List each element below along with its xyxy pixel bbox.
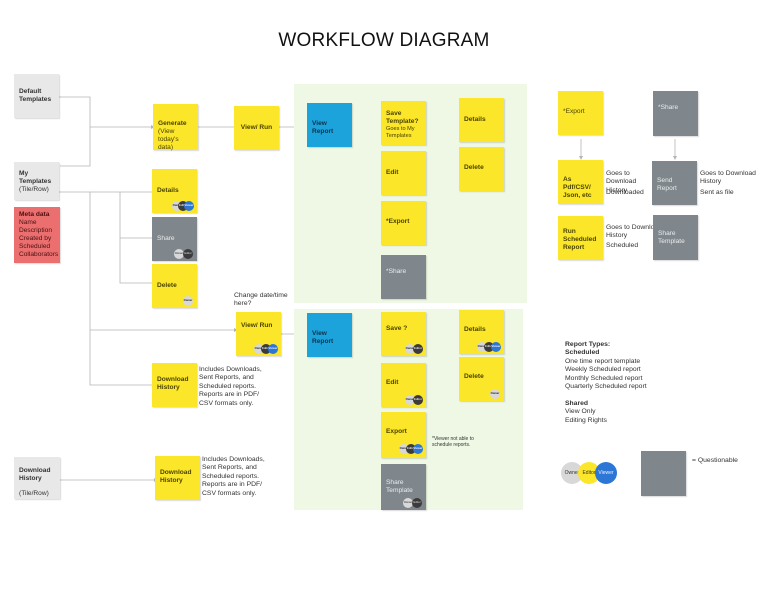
share-note-top[interactable]: *Share — [381, 255, 426, 299]
viewer-avatar: Viewer — [184, 201, 194, 211]
editor-avatar: Editor — [178, 201, 188, 211]
viewer-legend-avatar: Viewer — [595, 462, 617, 484]
download-history-desc-bottom: Includes Downloads, Sent Reports, and Sc… — [202, 456, 265, 497]
edit-note-top[interactable]: Edit — [381, 151, 426, 195]
edit-note-2[interactable]: Edit Owner Editor — [381, 363, 426, 407]
view-run-note-2[interactable]: View/ Run Owner Editor Viewer — [236, 312, 281, 356]
details-note-mid[interactable]: Details Owner Editor Viewer — [152, 169, 197, 213]
share-template-note-right[interactable]: Share Template — [653, 215, 698, 260]
my-templates-tile[interactable]: My Templates (Tile/Row) — [14, 162, 59, 200]
details-note-2[interactable]: Details Owner Editor Viewer — [459, 310, 504, 354]
questionable-swatch — [641, 451, 686, 496]
export-note-right[interactable]: *Export — [558, 91, 603, 135]
owner-legend-avatar: Owner — [561, 462, 583, 484]
default-templates-tile[interactable]: Default Templates — [14, 74, 59, 118]
delete-note-mid[interactable]: Delete Owner — [152, 264, 197, 308]
share-note-right[interactable]: *Share — [653, 91, 698, 136]
save-note-2[interactable]: Save ? Owner Editor — [381, 312, 426, 356]
goes-download-1: Goes to Download History — [606, 170, 637, 194]
save-template-note[interactable]: Save Template? Goes to My Templates — [381, 101, 426, 145]
goes-download-2: Goes to Download History — [700, 170, 756, 186]
run-scheduled-note[interactable]: Run Scheduled Report — [558, 216, 603, 260]
owner-avatar: Owner — [183, 296, 193, 306]
editor-avatar: Editor — [406, 444, 416, 454]
download-history-tile[interactable]: Download History (Tile/Row) — [14, 457, 60, 499]
change-date-label: Change date/time here? — [234, 292, 288, 308]
owner-avatar: Owner — [405, 344, 415, 354]
pdf-csv-note[interactable]: As Pdf/CSV/ Json, etc — [558, 160, 603, 204]
viewer-avatar: Viewer — [491, 342, 501, 352]
owner-avatar: Owner — [174, 249, 184, 259]
owner-avatar: Owner — [254, 344, 264, 354]
editor-avatar: Editor — [261, 344, 271, 354]
delete-note-top[interactable]: Delete — [459, 147, 504, 191]
view-report-note[interactable]: View Report — [307, 103, 352, 147]
details-note-top[interactable]: Details — [459, 98, 504, 142]
scheduled-label: Scheduled — [606, 242, 639, 249]
owner-avatar: Owner — [405, 395, 415, 405]
goes-download-3: Goes to Download History — [606, 224, 662, 240]
share-note-mid[interactable]: Share Owner Editor — [152, 217, 197, 261]
editor-legend-avatar: Editor — [578, 462, 600, 484]
editor-avatar: Editor — [412, 498, 422, 508]
view-run-note[interactable]: View/ Run — [234, 106, 279, 150]
editor-avatar: Editor — [413, 344, 423, 354]
share-template-note-2[interactable]: Share Template Owner Editor — [381, 464, 426, 510]
view-report-note-2[interactable]: View Report — [307, 313, 352, 357]
report-types-legend: Report Types: Scheduled One time report … — [565, 341, 647, 424]
viewer-note: *Viewer not able to schedule reports. — [432, 436, 474, 449]
diagram-title: WORKFLOW DIAGRAM — [278, 30, 490, 51]
questionable-label: = Questionable — [692, 457, 738, 464]
editor-avatar: Editor — [484, 342, 494, 352]
owner-avatar: Owner — [477, 342, 487, 352]
owner-avatar: Owner — [403, 498, 413, 508]
editor-avatar: Editor — [413, 395, 423, 405]
editor-avatar: Editor — [183, 249, 193, 259]
meta-data-note: Meta data Name Description Created by Sc… — [14, 207, 60, 263]
sent-as-file-label: Sent as file — [700, 189, 734, 196]
download-history-desc-mid: Includes Downloads, Sent Reports, and Sc… — [199, 366, 262, 407]
delete-note-2[interactable]: Delete Owner — [459, 357, 504, 401]
downloaded-label: Downloaded — [606, 189, 644, 196]
download-history-note-bottom[interactable]: Download History — [155, 456, 200, 500]
download-history-note-mid[interactable]: Download History — [152, 363, 197, 407]
viewer-avatar: Viewer — [268, 344, 278, 354]
owner-avatar: Owner — [490, 389, 500, 399]
owner-avatar: Owner — [172, 201, 182, 211]
export-note-2[interactable]: Export Owner Editor Viewer — [381, 412, 426, 458]
owner-avatar: Owner — [399, 444, 409, 454]
export-note-top[interactable]: *Export — [381, 201, 426, 245]
generate-note[interactable]: Generate (View today's data) — [153, 104, 198, 151]
send-report-note[interactable]: Send Report — [652, 161, 697, 205]
viewer-avatar: Viewer — [413, 444, 423, 454]
